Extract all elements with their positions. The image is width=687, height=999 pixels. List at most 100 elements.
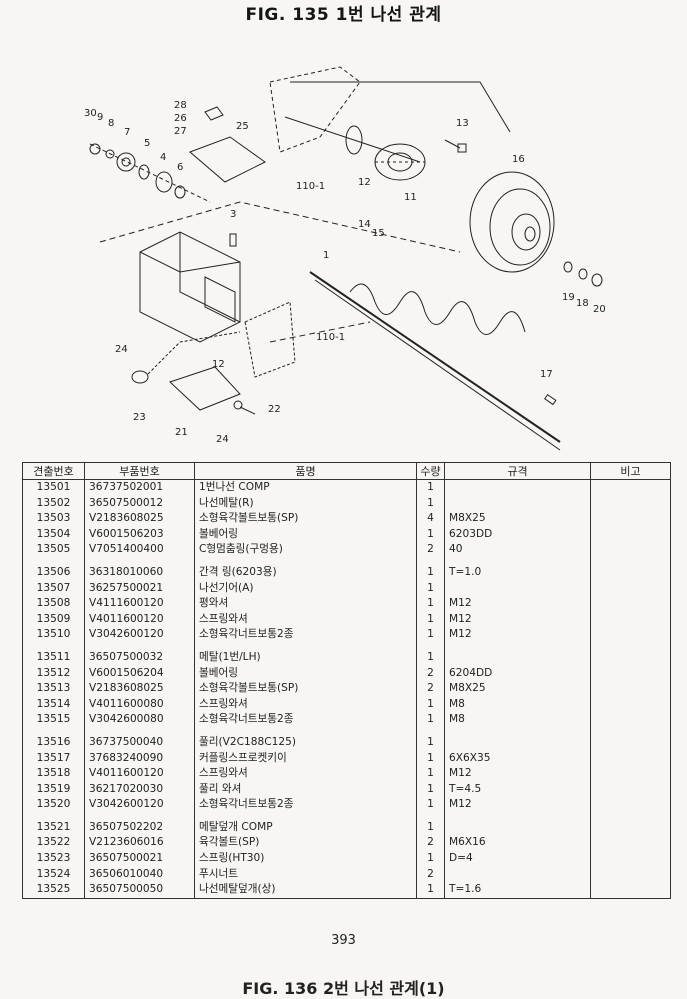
callout-label: 8	[108, 118, 114, 129]
diagram-callout-labels: 30 9 8 7 5 4 6 28 26 27 25 3 24 23 21 24…	[84, 100, 606, 445]
cell-qty: 4	[416, 511, 445, 527]
cell-spec: D=4	[444, 851, 591, 867]
cell-qty: 2	[416, 681, 445, 697]
callout-label: 30	[84, 108, 97, 119]
column-header-part-no: 부품번호	[84, 462, 195, 480]
cell-part-no: 36318010060	[84, 564, 195, 581]
callout-label: 28	[174, 100, 187, 111]
cell-remark	[590, 712, 671, 728]
cell-ref: 13519	[36, 782, 71, 795]
callout-label: 18	[576, 298, 589, 309]
next-figure-title: FIG. 136 2번 나선 관계(1)	[242, 979, 445, 998]
callout-label: 7	[124, 127, 130, 138]
cell-name: 소형육각너트보통2종	[194, 712, 417, 728]
cell-ref: 13511	[36, 650, 71, 663]
cell-part-no: V2183608025	[84, 681, 195, 697]
callout-label: 11	[404, 192, 417, 203]
cell-ref: 13503	[36, 512, 71, 525]
cell-name: C형멈춤링(구멍용)	[194, 542, 417, 558]
callout-label: 15	[372, 228, 385, 239]
cell-part-no: 36507500021	[84, 851, 195, 867]
cell-qty: 2	[416, 665, 445, 682]
cell-part-no: 36737500040	[84, 734, 195, 751]
cell-spec: T=1.6	[444, 882, 591, 899]
cell-name: 소형육각볼트보통(SP)	[194, 511, 417, 527]
cell-name: 스프링(HT30)	[194, 851, 417, 867]
cell-name: 소형육각볼트보통(SP)	[194, 681, 417, 697]
cell-remark	[590, 649, 671, 666]
cell-name: 푸시너트	[194, 866, 417, 883]
cell-part-no: V3042600120	[84, 797, 195, 813]
callout-label: 24	[216, 434, 229, 445]
cell-remark	[590, 611, 671, 628]
cell-name: 풀리(V2C188C125)	[194, 734, 417, 751]
cell-part-no: V2123606016	[84, 835, 195, 852]
cell-qty: 1	[416, 882, 445, 899]
cell-name: 나선메탈덮개(상)	[194, 882, 417, 899]
cell-part-no: 36257500021	[84, 580, 195, 597]
cell-name: 소형육각너트보통2종	[194, 627, 417, 643]
cell-ref: 13525	[36, 883, 71, 896]
callout-label: 25	[236, 121, 249, 132]
page-number: 393	[331, 933, 356, 948]
cell-part-no: V4111600120	[84, 596, 195, 612]
callout-label: 27	[174, 126, 187, 137]
cell-name: 스프링와셔	[194, 696, 417, 713]
cell-name: 메탈(1번/LH)	[194, 649, 417, 666]
callout-label: 12	[358, 177, 371, 188]
cell-qty: 1	[416, 712, 445, 728]
cell-spec: M12	[444, 766, 591, 782]
cell-remark	[590, 781, 671, 798]
cell-qty: 1	[416, 526, 445, 543]
cell-qty: 1	[416, 479, 445, 496]
cell-name: 커플링스프로켓키이	[194, 750, 417, 767]
cell-name: 나선메탈(R)	[194, 495, 417, 512]
cell-remark	[590, 526, 671, 543]
cell-ref: 13524	[36, 867, 71, 880]
cell-spec: M12	[444, 596, 591, 612]
cell-remark	[590, 596, 671, 612]
cell-spec: T=1.0	[444, 564, 591, 581]
callout-label: 24	[115, 344, 128, 355]
cell-name: 나선기어(A)	[194, 580, 417, 597]
cell-remark	[590, 851, 671, 867]
callout-label: 19	[562, 292, 575, 303]
cell-ref: 13507	[36, 581, 71, 594]
callout-label: 17	[540, 369, 553, 380]
cell-remark	[590, 511, 671, 527]
cell-spec: T=4.5	[444, 781, 591, 798]
callout-label: 26	[174, 113, 187, 124]
cell-remark	[590, 797, 671, 813]
cell-name: 소형육각너트보통2종	[194, 797, 417, 813]
cell-part-no: V3042600120	[84, 627, 195, 643]
cell-ref: 13512	[36, 666, 71, 679]
cell-qty: 2	[416, 866, 445, 883]
cell-remark	[590, 882, 671, 899]
cell-part-no: V4011600120	[84, 766, 195, 782]
cell-remark	[590, 750, 671, 767]
figure-title: FIG. 135 1번 나선 관계	[245, 5, 442, 25]
column-header-remark: 비고	[590, 462, 671, 480]
cell-name: 간격 링(6203용)	[194, 564, 417, 581]
cell-qty: 1	[416, 734, 445, 751]
cell-part-no: 37683240090	[84, 750, 195, 767]
cell-qty: 1	[416, 819, 445, 836]
group-spacer-row	[23, 812, 671, 820]
cell-spec: M12	[444, 611, 591, 628]
cell-name: 스프링와셔	[194, 611, 417, 628]
column-header-name: 품명	[194, 462, 417, 480]
group-spacer-row	[23, 727, 671, 735]
cell-remark	[590, 766, 671, 782]
cell-part-no: V2183608025	[84, 511, 195, 527]
